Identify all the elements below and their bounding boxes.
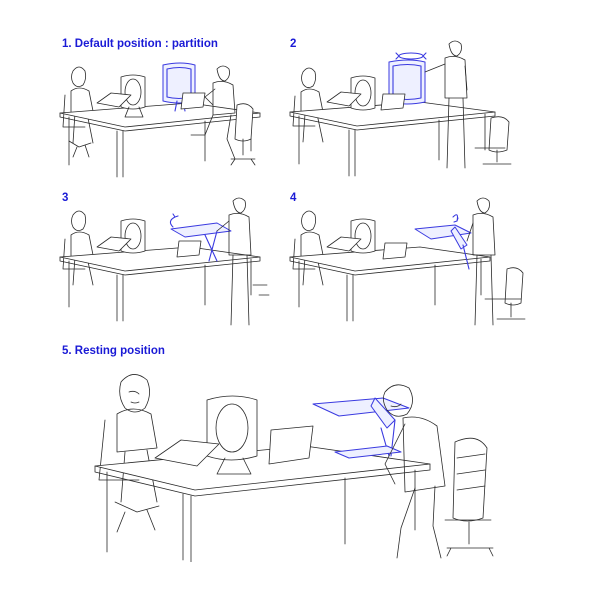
seated-woman: [62, 210, 94, 286]
step-2-label: 2: [290, 38, 297, 50]
laptop-left: [154, 439, 220, 467]
seated-woman: [98, 374, 160, 533]
partition-screen: [312, 397, 410, 459]
step-4-label: 4: [290, 192, 297, 204]
partition-screen: [169, 213, 232, 262]
laptop-right: [268, 425, 314, 465]
round-monitor: [350, 218, 376, 254]
desk: [289, 246, 491, 322]
office-chair: [484, 267, 526, 320]
round-monitor: [206, 395, 258, 475]
round-monitor: [120, 218, 146, 254]
desk: [289, 101, 496, 177]
panel-1-default-partition: [55, 55, 270, 180]
panel-1-illustration: [59, 62, 261, 178]
panel-5-resting: [85, 362, 505, 562]
office-chair: [444, 437, 494, 557]
panel-3-illustration: [59, 197, 270, 326]
office-chair: [474, 116, 512, 165]
laptop-left: [96, 236, 132, 252]
round-monitor: [120, 74, 146, 118]
desk: [59, 246, 261, 322]
seated-woman: [292, 210, 324, 286]
standing-man: [424, 40, 468, 169]
step-5-label: 5. Resting position: [62, 345, 165, 357]
seated-man: [190, 65, 236, 160]
desk: [59, 102, 261, 178]
laptop-right: [380, 93, 406, 111]
panel-4-folding: [285, 195, 535, 335]
step-3-label: 3: [62, 192, 69, 204]
partition-screen: [414, 214, 472, 270]
panel-2-illustration: [289, 40, 512, 177]
desk: [94, 445, 431, 562]
seated-woman: [292, 67, 324, 143]
laptop-left: [326, 91, 362, 107]
laptop-left: [326, 236, 362, 252]
laptop-left: [96, 92, 132, 108]
tilt-arrow-icon: [169, 213, 179, 228]
fold-arrow-icon: [452, 214, 459, 223]
step-1-label: 1. Default position : partition: [62, 38, 218, 50]
resting-man: [383, 384, 446, 559]
panel-3-tilting: [55, 195, 270, 330]
panel-2-lifting: [285, 40, 525, 180]
rotate-arrow-icon: [395, 52, 427, 60]
panel-5-illustration: [94, 374, 494, 562]
office-chair: [252, 284, 270, 296]
laptop-right: [180, 92, 206, 110]
office-chair: [230, 103, 256, 166]
standing-man: [466, 197, 496, 326]
standing-man: [216, 197, 252, 326]
laptop-right: [176, 240, 202, 258]
laptop-right: [382, 242, 408, 260]
panel-4-illustration: [289, 197, 526, 326]
